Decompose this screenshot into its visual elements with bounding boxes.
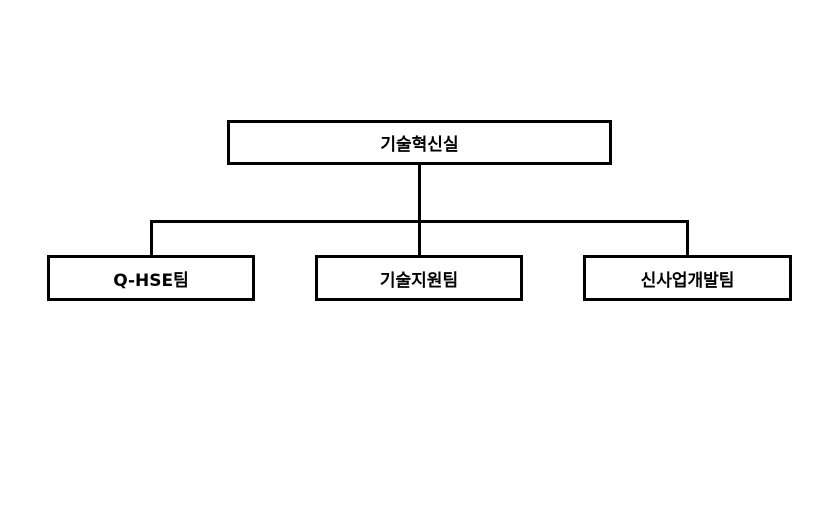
connector-drop-child-2 xyxy=(418,220,421,255)
connector-drop-child-1 xyxy=(150,220,153,255)
org-node-root-label: 기술혁신실 xyxy=(380,135,459,155)
org-node-child-1-label: Q-HSE팀 xyxy=(113,270,189,291)
org-node-root: 기술혁신실 xyxy=(227,120,612,165)
connector-root-down xyxy=(418,165,421,221)
org-node-child-2-label: 기술지원팀 xyxy=(379,270,459,291)
org-node-child-1: Q-HSE팀 xyxy=(47,255,255,301)
connector-drop-child-3 xyxy=(686,220,689,255)
org-node-child-3-label: 신사업개발팀 xyxy=(640,270,735,291)
org-node-child-2: 기술지원팀 xyxy=(315,255,523,301)
org-node-child-3: 신사업개발팀 xyxy=(583,255,792,301)
